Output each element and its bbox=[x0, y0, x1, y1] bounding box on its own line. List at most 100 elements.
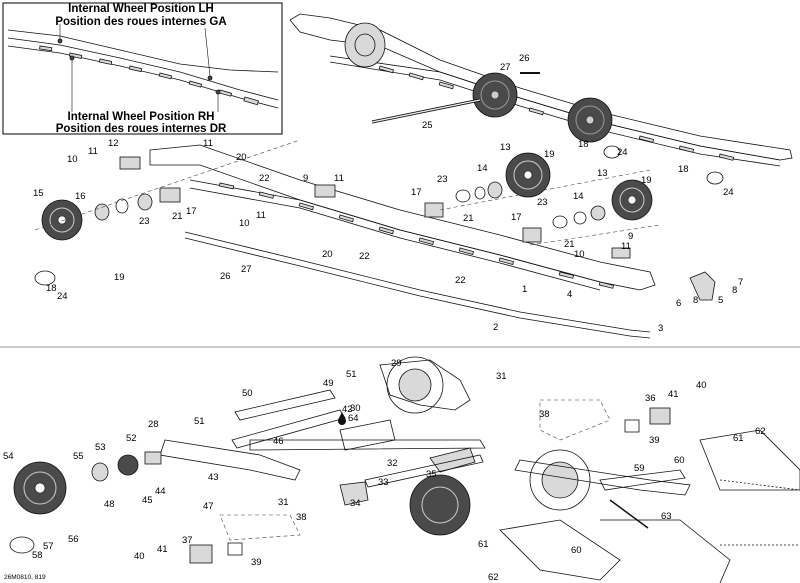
block-36 bbox=[649, 407, 671, 425]
drawing-code: 26M0810, 819 bbox=[4, 574, 46, 581]
inset-label-rh-fr: Position des roues internes DR bbox=[56, 123, 227, 135]
bearing-53 bbox=[117, 454, 139, 476]
callout-top-26-50: 26 bbox=[220, 271, 231, 282]
lower-rail-assembly bbox=[34, 139, 724, 339]
callout-top-21-37: 21 bbox=[172, 211, 183, 222]
block-9 bbox=[314, 184, 336, 198]
callout-top-1-0: 1 bbox=[522, 284, 527, 295]
callout-top-14-23: 14 bbox=[573, 191, 584, 202]
callout-top-25-49: 25 bbox=[422, 120, 433, 131]
callout-top-2-1: 2 bbox=[493, 322, 498, 333]
callout-top-11-15: 11 bbox=[203, 138, 213, 149]
callout-top-18-30: 18 bbox=[578, 139, 589, 150]
callout-bottom-28-0: 28 bbox=[148, 419, 159, 430]
callout-top-21-39: 21 bbox=[564, 239, 575, 250]
callout-bottom-31-3: 31 bbox=[496, 371, 507, 382]
block-37 bbox=[189, 544, 213, 564]
inset-hole-lh-2 bbox=[207, 75, 213, 81]
callout-bottom-41-17: 41 bbox=[668, 389, 679, 400]
callout-bottom-51-29: 51 bbox=[194, 416, 205, 427]
upper-rail-slots bbox=[378, 65, 735, 161]
callout-bottom-32-5: 32 bbox=[387, 458, 398, 469]
bracket-52 bbox=[144, 451, 162, 465]
callout-bottom-57-35: 57 bbox=[43, 541, 54, 552]
callout-bottom-58-36: 58 bbox=[32, 550, 43, 561]
callout-bottom-31-4: 31 bbox=[278, 497, 289, 508]
upper-end-wheel bbox=[344, 22, 386, 68]
callout-bottom-36-9: 36 bbox=[645, 393, 656, 404]
rear-stopper bbox=[689, 271, 716, 301]
callout-top-24-46: 24 bbox=[617, 147, 628, 158]
callout-top-26-51: 26 bbox=[519, 53, 530, 64]
callout-top-7-6: 7 bbox=[738, 277, 743, 288]
callout-bottom-48-25: 48 bbox=[104, 499, 115, 510]
callout-bottom-30-2: 30 bbox=[350, 403, 361, 414]
callout-bottom-43-20: 43 bbox=[208, 472, 219, 483]
front-arm-assembly bbox=[9, 356, 671, 564]
callout-top-11-16: 11 bbox=[256, 210, 266, 221]
bracket-17-left bbox=[159, 187, 181, 203]
bracket-17-right bbox=[522, 227, 542, 243]
upper-idler-wheel-front bbox=[472, 72, 518, 118]
callout-bottom-62-42: 62 bbox=[755, 426, 766, 437]
callout-bottom-53-31: 53 bbox=[95, 442, 106, 453]
callout-top-17-26: 17 bbox=[411, 187, 422, 198]
callout-bottom-38-11: 38 bbox=[539, 409, 550, 420]
callout-bottom-37-10: 37 bbox=[182, 535, 193, 546]
inset-label-lh-fr: Position des roues internes GA bbox=[55, 16, 226, 28]
rear-arm-assembly bbox=[219, 399, 800, 583]
callout-top-11-14: 11 bbox=[88, 146, 98, 157]
callout-bottom-51-28: 51 bbox=[346, 369, 357, 380]
callout-bottom-46-23: 46 bbox=[273, 436, 284, 447]
bracket-12 bbox=[119, 156, 141, 170]
callout-bottom-47-24: 47 bbox=[203, 501, 214, 512]
callout-bottom-54-32: 54 bbox=[3, 451, 14, 462]
inset-hole-rh-2 bbox=[215, 89, 221, 95]
callout-bottom-40-16: 40 bbox=[134, 551, 145, 562]
callout-top-4-3: 4 bbox=[567, 289, 572, 300]
callout-bottom-35-8: 35 bbox=[426, 469, 437, 480]
callout-top-20-36: 20 bbox=[322, 249, 333, 260]
wheel-13-lower bbox=[611, 179, 653, 221]
shaft-50 bbox=[234, 389, 336, 421]
callout-top-13-21: 13 bbox=[597, 168, 608, 179]
callout-top-23-45: 23 bbox=[537, 197, 548, 208]
callout-top-22-42: 22 bbox=[455, 275, 466, 286]
callout-top-11-17: 11 bbox=[334, 173, 344, 184]
washer-24 bbox=[34, 270, 56, 286]
callout-top-24-48: 24 bbox=[57, 291, 68, 302]
callout-bottom-41-18: 41 bbox=[157, 544, 168, 555]
wheel-rear-upper bbox=[529, 449, 591, 511]
callout-bottom-40-15: 40 bbox=[696, 380, 707, 391]
callout-top-15-24: 15 bbox=[33, 188, 44, 199]
callout-top-17-27: 17 bbox=[186, 206, 197, 217]
callout-bottom-39-13: 39 bbox=[649, 435, 660, 446]
callout-bottom-42-19: 42 bbox=[342, 404, 353, 415]
callout-top-19-34: 19 bbox=[114, 272, 125, 283]
callout-bottom-60-38: 60 bbox=[674, 455, 685, 466]
wheel-15 bbox=[41, 199, 83, 241]
callout-bottom-34-7: 34 bbox=[350, 498, 361, 509]
callout-bottom-29-1: 29 bbox=[391, 358, 402, 369]
wheel-29 bbox=[386, 356, 444, 414]
wheel-13-upper bbox=[505, 152, 551, 198]
callout-bottom-55-33: 55 bbox=[73, 451, 84, 462]
bearing-16 bbox=[94, 203, 110, 221]
callout-top-10-13: 10 bbox=[574, 249, 585, 260]
callout-bottom-50-27: 50 bbox=[242, 388, 253, 399]
callout-top-8-7: 8 bbox=[693, 295, 698, 306]
callout-top-23-44: 23 bbox=[139, 216, 150, 227]
upper-idler-wheel-rear bbox=[567, 97, 613, 143]
callout-top-11-18: 11 bbox=[621, 241, 631, 252]
callout-top-17-28: 17 bbox=[511, 212, 522, 223]
callout-bottom-59-37: 59 bbox=[634, 463, 645, 474]
inset-rail-slots bbox=[39, 45, 259, 106]
bracket-34 bbox=[339, 481, 369, 506]
callout-top-9-9: 9 bbox=[303, 173, 308, 184]
callout-bottom-39-14: 39 bbox=[251, 557, 262, 568]
washer-24-right bbox=[706, 171, 724, 185]
callout-bottom-63-44: 63 bbox=[661, 511, 672, 522]
callout-top-23-43: 23 bbox=[437, 174, 448, 185]
wheel-54 bbox=[13, 461, 67, 515]
